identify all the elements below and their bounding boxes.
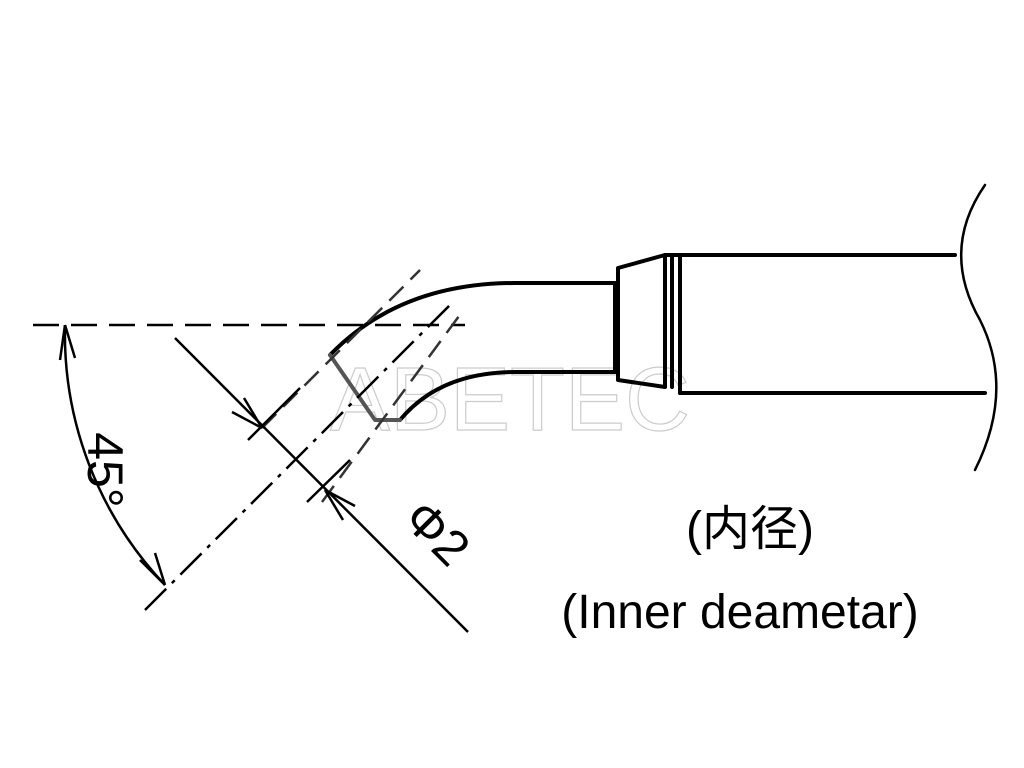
inner-diameter-jp-label: (内径) — [686, 503, 814, 556]
inner-diameter-en-label: (Inner deametar) — [561, 586, 919, 639]
tip-outline — [328, 183, 998, 472]
diameter-label: Φ2 — [393, 489, 480, 576]
watermark: ABETEC — [330, 350, 690, 450]
angle-label: 45° — [77, 432, 133, 508]
dimension-lines — [33, 269, 469, 633]
